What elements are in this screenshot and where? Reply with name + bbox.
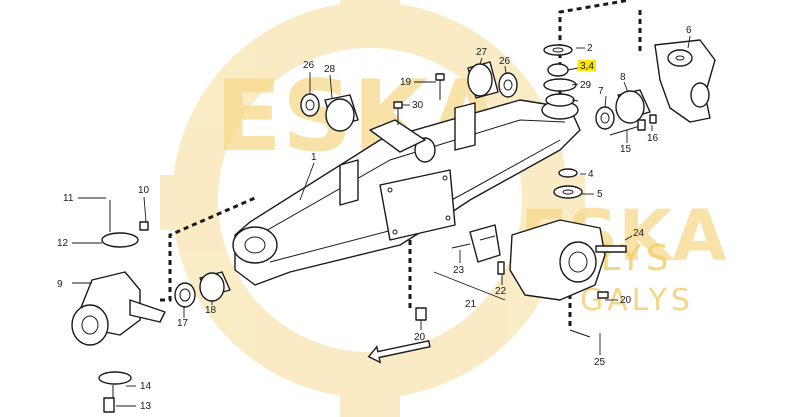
callout-10: 10: [138, 185, 150, 196]
right-bushings: [595, 89, 651, 130]
callout-4: 4: [588, 169, 594, 180]
leader-lines: [72, 35, 691, 407]
callout-30: 30: [412, 100, 424, 111]
highlight-marker: [578, 60, 596, 71]
upper-left-bushings: [300, 93, 359, 132]
lower-washers: [553, 168, 583, 199]
callout-20-bottom: 20: [414, 332, 426, 343]
washer-stack: [543, 44, 577, 107]
callout-26-center: 26: [499, 56, 511, 67]
callout-28: 28: [324, 64, 336, 75]
callout-9: 9: [57, 279, 63, 290]
callout-5: 5: [597, 189, 603, 200]
callout-24: 24: [633, 228, 645, 239]
right-bracket: [609, 39, 716, 136]
axle-housing: [232, 99, 581, 286]
callout-11: 11: [63, 193, 74, 204]
callout-26-left: 26: [303, 60, 315, 71]
left-bushings: [174, 271, 231, 308]
callout-25: 25: [594, 357, 606, 368]
callout-12: 12: [57, 238, 69, 249]
callout-13: 13: [140, 401, 152, 412]
watermark-subbrand-secondary: GALYS: [580, 283, 694, 318]
callout-15: 15: [620, 144, 632, 155]
callout-1: 1: [311, 152, 317, 163]
steering-knuckle-left: [71, 200, 166, 413]
assembly-arrow-icon: [367, 339, 431, 364]
callout-8: 8: [620, 72, 626, 83]
callout-labels: 1 2 3,4 4 5 6 7 8 9 10 11 12 13 14 15 16…: [57, 25, 692, 412]
callout-16: 16: [647, 133, 659, 144]
callout-29: 29: [580, 80, 592, 91]
callout-19: 19: [400, 77, 412, 88]
callout-7: 7: [598, 86, 604, 97]
differential-carrier: [415, 219, 627, 338]
callout-27: 27: [476, 47, 488, 58]
callout-20-right: 20: [620, 295, 632, 306]
callout-21: 21: [465, 299, 477, 310]
callout-2: 2: [587, 43, 593, 54]
upper-center-bushings: [467, 61, 518, 99]
callout-17: 17: [177, 318, 189, 329]
callout-3-4: 3,4: [580, 61, 594, 72]
callout-14: 14: [140, 381, 152, 392]
callout-18: 18: [205, 305, 217, 316]
callout-6: 6: [686, 25, 692, 36]
callout-22: 22: [495, 286, 507, 297]
watermark-gear-icon: [160, 0, 585, 417]
callout-23: 23: [453, 265, 465, 276]
